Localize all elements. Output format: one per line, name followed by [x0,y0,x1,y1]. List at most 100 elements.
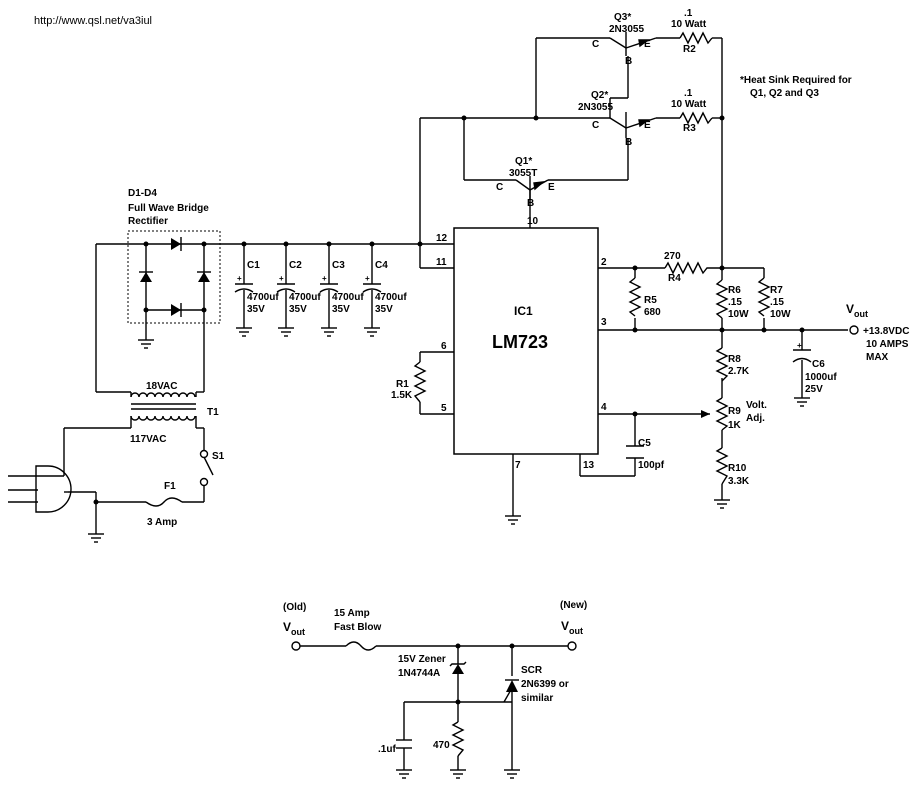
r7-ref: R7 [770,285,783,296]
q1-name: Q1* [515,156,532,167]
r10-value: 3.3K [728,476,750,487]
junction-dot [799,327,805,333]
c4-value: 4700uf [375,292,407,303]
zener-diode [449,661,467,674]
c3-ref: C3 [332,260,345,271]
ground-symbol [505,515,521,525]
r2-ref: R2 [683,44,696,55]
q2-pin-b: B [625,137,632,148]
pin-7: 7 [515,460,521,471]
c3-value: 4700uf [332,292,364,303]
junction-dot [632,411,638,417]
ic1-ref: IC1 [514,304,533,318]
crowbar-old-label: (Old) [283,602,306,613]
scr-label-3: similar [521,693,553,704]
r10-ref: R10 [728,463,747,474]
r1-value: 1.5K [391,390,413,401]
vout-label: Vout [846,302,868,319]
cap-c3: + [319,241,339,337]
ic1-body [453,227,599,455]
t1-primary: 117VAC [130,434,167,445]
q1-part: 3055T [509,168,537,179]
ground-symbol [138,339,154,349]
junction-dot [93,499,99,505]
zener-label-2: 1N4744A [398,668,440,679]
pin-13: 13 [583,460,595,471]
crowbar-res-label: 470 [433,740,450,751]
r9-desc-2: Adj. [746,413,765,424]
r4-ref: R4 [668,273,681,284]
transistor-q1 [515,176,549,200]
junction-dot [201,307,207,313]
heatsink-note-2: Q1, Q2 and Q3 [750,88,819,99]
q1-pin-c: C [496,182,503,193]
r3-ref: R3 [683,123,696,134]
pin-5: 5 [441,403,447,414]
bridge-desc-1: Full Wave Bridge [128,203,209,214]
r5-value: 680 [644,307,661,318]
junction-dot [455,643,461,649]
pin-3: 3 [601,317,607,328]
junction-dot [509,643,515,649]
r5-ref: R5 [644,295,657,306]
zener-label-1: 15V Zener [398,654,446,665]
new-vout-terminal [567,641,577,651]
crowbar-cap-label: .1uf [378,744,396,755]
vout-spec-2: 10 AMPS [866,339,909,350]
pass-wiring [420,37,723,280]
svg-text:+: + [237,274,242,283]
resistor-r8 [715,347,729,382]
r9-desc-1: Volt. [746,400,767,411]
f1-ref: F1 [164,481,176,492]
scr-label-2: 2N6399 or [521,679,569,690]
pin-2: 2 [601,257,607,268]
r7-value: .15 [770,297,784,308]
pin-12: 12 [436,233,448,244]
potentiometer-r9 [715,397,729,431]
junction-dot [455,699,461,705]
junction-dot [201,241,207,247]
mains-wiring [8,465,205,543]
vout-spec-3: MAX [866,352,889,363]
f1-value: 3 Amp [147,517,177,528]
q3-pin-b: B [625,56,632,67]
wiper-arrow [701,410,710,418]
switch-s1-pole [199,449,209,459]
ground-symbol [714,499,730,509]
heatsink-note-1: *Heat Sink Required for [740,75,852,86]
resistor-r3 [679,111,713,125]
c3-volt: 35V [332,304,350,315]
r3-power: 10 Watt [671,99,707,110]
q2-pin-e: E [644,120,651,131]
junction-dot [719,327,725,333]
crowbar-wiring [300,641,568,779]
c5-value: 100pf [638,460,665,471]
q2-name: Q2* [591,90,608,101]
transistor-q2 [609,112,657,138]
resistor-r10 [715,447,729,485]
resistor-r5 [628,277,642,317]
svg-text:+: + [322,274,327,283]
resistor-r4 [664,261,712,275]
q1-pin-e: E [548,182,555,193]
ic1-part: LM723 [492,332,548,352]
c6-plus: + [797,341,802,350]
junction-dot [719,115,725,121]
r2-power: 10 Watt [671,19,707,30]
t1-ref: T1 [207,407,219,418]
switch-s1-throw [199,477,209,487]
c5-ref: C5 [638,438,651,449]
q1-pin-b: B [527,198,534,209]
junction-dot [143,241,149,247]
resistor-r1 [413,361,427,403]
c2-value: 4700uf [289,292,321,303]
q3-part: 2N3055 [609,24,644,35]
q3-pin-c: C [592,39,599,50]
q3-pin-e: E [644,39,651,50]
resistor-r6 [715,279,729,319]
cap-c6 [792,349,812,407]
t1-secondary: 18VAC [146,381,178,392]
pin-11: 11 [436,257,447,268]
r6-power: 10W [728,309,749,320]
